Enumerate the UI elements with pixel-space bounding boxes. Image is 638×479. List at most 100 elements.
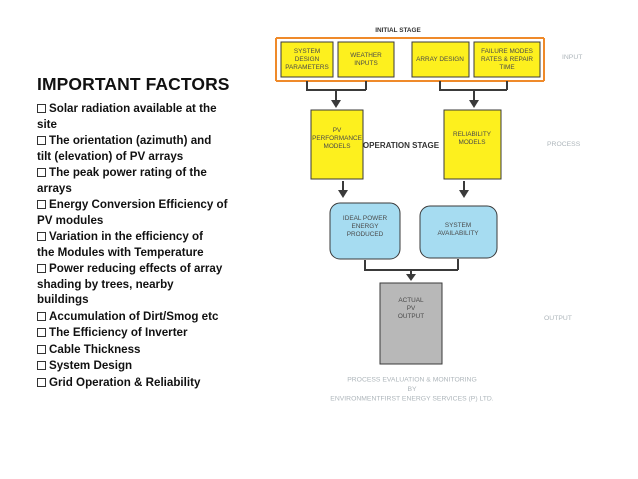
factor-text: site [37, 117, 57, 131]
checkbox-bullet-icon [37, 377, 46, 387]
arrow-to-actual-output [406, 274, 416, 281]
label-line: BY [407, 386, 417, 393]
label-line: MODELS [324, 143, 351, 150]
factor-text: The orientation (azimuth) and [49, 134, 212, 147]
label-line: RELIABILITY [453, 131, 492, 138]
label-line: ENERGY [352, 223, 380, 230]
factors-panel: IMPORTANT FACTORS Solar radiation availa… [37, 74, 242, 391]
input-to-pv-connector [306, 81, 367, 100]
label-line: SYSTEM [445, 222, 471, 229]
label-line: WEATHER [350, 52, 382, 59]
label-line: PROCESS EVALUATION & MONITORING [347, 377, 477, 384]
output-side-label: OUTPUT [544, 315, 572, 322]
label-line: AVAILABILITY [438, 230, 480, 237]
label-line: PARAMETERS [285, 64, 329, 71]
factor-item: The Efficiency of Inverter [37, 325, 242, 341]
arrow-to-system-availability [459, 190, 469, 198]
factor-item: The peak power rating of the arrays [37, 165, 242, 196]
label-line: PERFORMANCE [312, 135, 362, 142]
checkbox-bullet-icon [37, 136, 46, 145]
checkbox-bullet-icon [37, 200, 46, 209]
factor-item: Power reducing effects of array shading b… [37, 261, 242, 308]
label-line: DESIGN [295, 56, 320, 63]
checkbox-bullet-icon [37, 328, 46, 337]
pv-performance-box [310, 109, 364, 180]
factor-text: Grid Operation & Reliability [49, 375, 201, 389]
system-design-box [280, 41, 334, 78]
factor-item: Energy Conversion Efficiency of PV module… [37, 197, 242, 228]
factor-text: The Efficiency of Inverter [49, 326, 188, 339]
arrow-to-pv-performance [331, 100, 341, 108]
checkbox-bullet-icon [37, 311, 46, 321]
label-line: ACTUAL [398, 297, 424, 304]
reliability-box [443, 109, 502, 180]
checkbox-bullet-icon [37, 232, 46, 241]
input-row-bracket [275, 37, 545, 82]
factor-item: The orientation (azimuth) and tilt (eleva… [37, 133, 242, 164]
initial-stage-title: INITIAL STAGE [375, 27, 421, 34]
weather-inputs-box [337, 41, 395, 78]
factor-text: Solar radiation available at the [49, 102, 217, 115]
label-line: PV [333, 127, 342, 134]
array-design-box [411, 41, 470, 78]
factor-text: buildings [37, 293, 89, 306]
checkbox-bullet-icon [37, 344, 46, 354]
factor-text: arrays [37, 181, 72, 195]
label-line: INPUTS [354, 60, 377, 67]
label-line: OUTPUT [398, 313, 424, 320]
label-line: MODELS [459, 139, 486, 146]
label-line: ARRAY DESIGN [416, 56, 464, 63]
factor-text: the Modules with Temperature [37, 245, 204, 259]
factor-text: System Design [49, 359, 133, 372]
arrow-to-reliability [469, 100, 479, 108]
label-line: TIME [499, 64, 514, 71]
input-to-reliability-connector [439, 81, 508, 100]
checkbox-bullet-icon [37, 264, 46, 273]
factor-item: System Design [37, 358, 242, 374]
array-design-label: ARRAY DESIGN [416, 56, 464, 63]
factor-item: Accumulation of Dirt/Smog etc [37, 309, 242, 325]
label-line: SYSTEM [294, 48, 320, 55]
factor-item: Solar radiation available at the site [37, 101, 242, 132]
factor-item: Cable Thickness [37, 342, 242, 358]
factor-text: shading by trees, nearby [37, 277, 174, 291]
to-output-connector [364, 259, 459, 274]
factor-text: PV modules [37, 213, 104, 227]
system-availability-box [419, 205, 498, 259]
factor-text: Energy Conversion Efficiency of [49, 198, 228, 211]
operation-stage-title: OPERATION STAGE [363, 141, 440, 150]
factor-text: Power reducing effects of array [49, 262, 223, 275]
label-line: IDEAL POWER [343, 215, 388, 222]
checkbox-bullet-icon [37, 104, 46, 113]
checkbox-bullet-icon [37, 168, 46, 177]
label-line: FAILURE MODES [481, 48, 533, 55]
factor-text: tilt (elevation) of PV arrays [37, 149, 184, 163]
actual-output-box [379, 282, 443, 365]
factors-heading: IMPORTANT FACTORS [37, 74, 230, 94]
ideal-power-box [329, 202, 401, 260]
label-line: PV [407, 305, 416, 312]
factor-item: Grid Operation & Reliability [37, 375, 242, 391]
factor-text: Cable Thickness [49, 342, 141, 356]
checkbox-bullet-icon [37, 361, 46, 370]
label-line: ENVIRONMENTFIRST ENERGY SERVICES (P) LTD… [330, 396, 494, 403]
factor-text: The peak power rating of the [49, 166, 207, 179]
label-line: PRODUCED [347, 231, 384, 238]
input-side-label: INPUT [562, 54, 582, 61]
process-side-label: PROCESS [547, 141, 581, 148]
factor-text: Accumulation of Dirt/Smog etc [49, 309, 219, 323]
label-line: RATES & REPAIR [481, 56, 533, 63]
diagram-footer: PROCESS EVALUATION & MONITORING BY ENVIRON… [330, 377, 494, 403]
failure-modes-box [473, 41, 541, 78]
arrow-to-ideal-power [338, 190, 348, 198]
